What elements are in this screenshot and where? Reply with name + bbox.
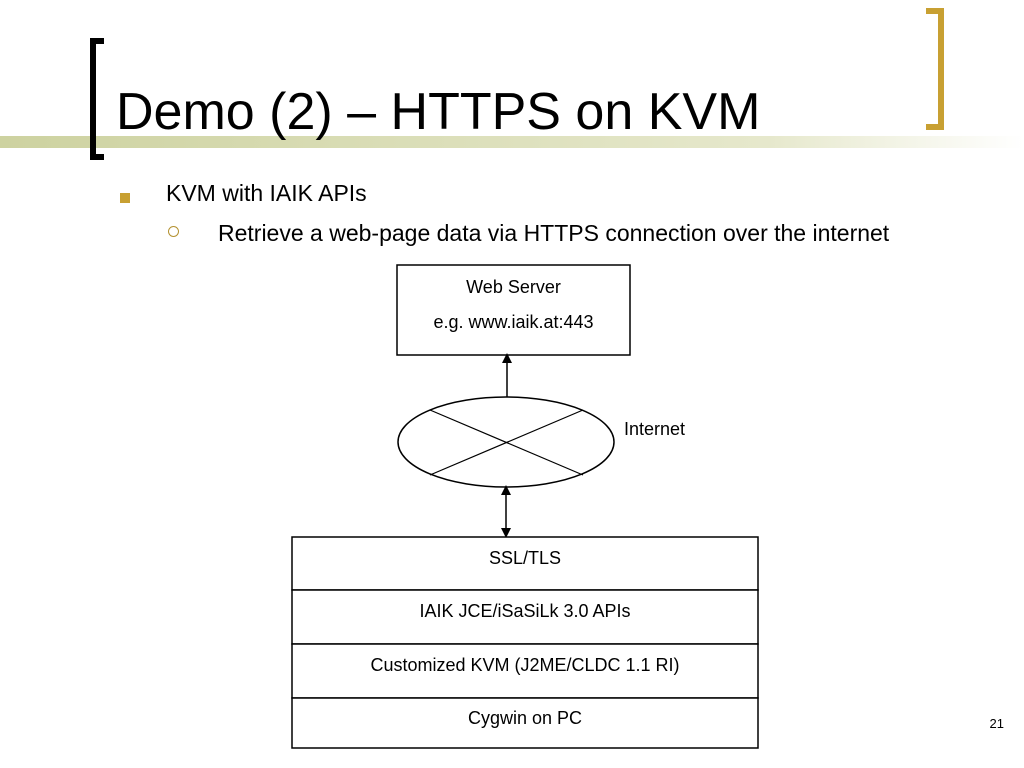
stack-label-ssl: SSL/TLS xyxy=(488,548,562,568)
slide-title: Demo (2) – HTTPS on KVM xyxy=(116,83,761,141)
stack-layer-iaik xyxy=(291,589,759,645)
page-number: 21 xyxy=(989,716,1004,731)
web-server-label: Web Server xyxy=(466,277,561,297)
stack-layer-kvm xyxy=(291,643,759,699)
web-server-address: e.g. www.iaik.at:443 xyxy=(433,312,594,332)
bullet-text-level1: KVM with IAIK APIs xyxy=(166,180,367,206)
circle-bullet-icon xyxy=(168,226,179,237)
stack-layer-ssl xyxy=(291,536,759,591)
stack-label-cygwin: Cygwin on PC xyxy=(467,708,583,728)
internet-label: Internet xyxy=(624,419,686,439)
left-bracket-decoration xyxy=(90,38,104,160)
internet-cross-line-2 xyxy=(429,409,584,476)
stack-layer-cygwin xyxy=(291,697,759,749)
title-underline xyxy=(0,136,1024,148)
bullet-text-level2: Retrieve a web-page data via HTTPS conne… xyxy=(218,220,890,246)
right-bracket-decoration xyxy=(926,8,944,130)
stack-label-iaik: IAIK JCE/iSaSiLk 3.0 APIs xyxy=(419,601,631,621)
web-server-box xyxy=(396,264,631,356)
stack-label-kvm: Customized KVM (J2ME/CLDC 1.1 RI) xyxy=(370,655,680,675)
square-bullet-icon xyxy=(120,193,130,203)
